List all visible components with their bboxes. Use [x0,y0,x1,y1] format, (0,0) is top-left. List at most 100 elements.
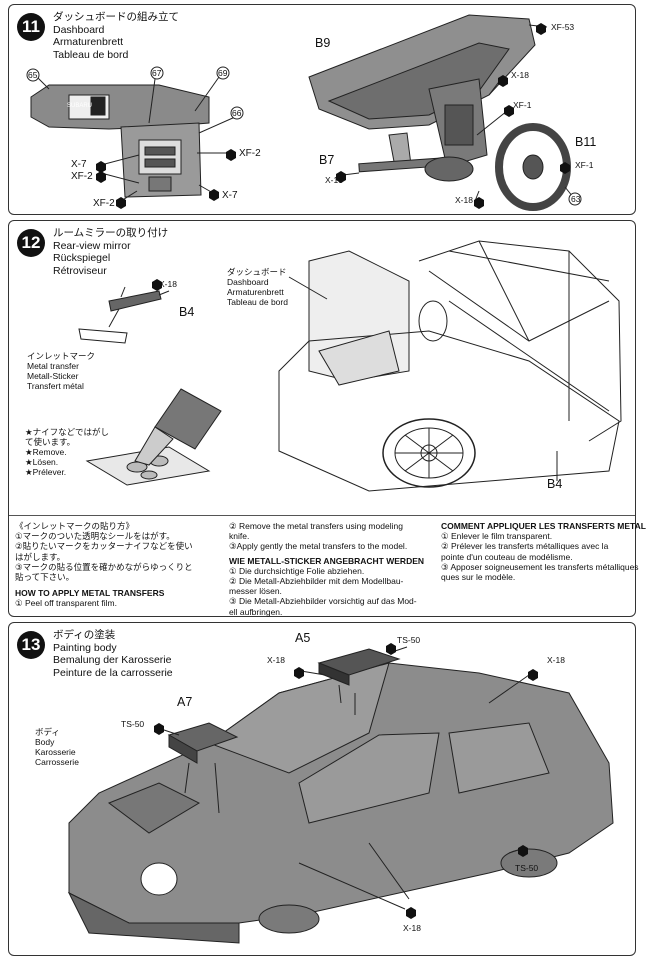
part-67: 67 [152,68,162,78]
paint-x7-b: X-7 [222,190,238,201]
part-b7: B7 [319,153,335,167]
knife-fr: ★Prélever. [25,467,67,477]
paint-xf1-b: XF-1 [575,160,594,170]
part-b11: B11 [575,135,597,149]
title-en: Painting body [53,641,117,654]
title-ja: ダッシュボードの組み立て [53,11,179,23]
de-line-2: ② Die Metall-Abziehbilder mit dem Modell… [229,576,404,587]
title-fr: Peinture de la carrosserie [53,666,173,679]
knife-de: ★Lösen. [25,457,59,467]
step-11-panel: 11 ダッシュボードの組み立て Dashboard Armaturenbrett… [8,4,636,215]
metal-de: Metall-Sticker [27,371,79,381]
body-fr: Carrosserie [35,757,79,767]
paint-x18-c: X-18 [455,195,473,205]
de-line-1: ① Die durchsichtige Folie abziehen. [229,565,365,576]
dashboard-label: ダッシュボード Dashboard Armaturenbrett Tableau… [227,267,288,307]
ja-line-5: 貼って下さい。 [15,572,75,583]
ja-line-2: ②貼りたいマークをカッターナイフなどを使い [15,541,193,552]
dashboard-drawing [308,14,571,211]
part-a5: A5 [295,631,311,645]
title-fr: Tableau de bord [53,48,129,61]
instructions-ja-en: 《インレットマークの貼り方》 ①マークのついた透明なシールをはがす。 ②貼りたい… [15,521,221,609]
body-de: Karosserie [35,747,76,757]
metal-fr: Transfert métal [27,381,84,391]
knife-en: ★Remove. [25,447,67,457]
instrument-cluster-drawing [30,84,210,198]
paint-xf2-c: XF-2 [239,148,261,159]
metal-transfer-drawing [85,388,222,486]
step-title: ルームミラーの取り付け Rear-view mirror Rückspiegel… [53,227,168,277]
step-number: 11 [17,13,45,41]
title-de: Rückspiegel [53,252,111,264]
ja-line-3: はがします。 [15,551,66,562]
fr-line-5: ques sur le modèle. [441,572,516,583]
fr-heading: COMMENT APPLIQUER LES TRANSFERTS METAL [441,521,646,531]
car-body-drawing [67,662,614,944]
en-heading: HOW TO APPLY METAL TRANSFERS [15,588,165,599]
instructions-divider [9,515,635,516]
title-de: Bemalung der Karosserie [53,654,172,666]
paint-x18-b: X-18 [547,655,565,665]
part-63: 63 [571,194,581,204]
dash-de: Armaturenbrett [227,287,284,297]
title-en: Rear-view mirror [53,239,131,252]
title-ja: ボディの塗装 [53,629,116,641]
paint-x18-a: X-18 [267,655,285,665]
part-a7-drawing [167,722,239,764]
en-line-4: ③Apply gently the metal transfers to the… [229,541,408,552]
fr-line-4: ③ Apposer soigneusement les transferts m… [441,561,639,572]
knife-ja2: て使います。 [25,437,76,447]
part-69: 69 [218,68,228,78]
de-line-5: ell aufbringen. [229,606,283,617]
rearview-mirror-drawing [78,286,170,344]
knife-ja1: ★ナイフなどではがし [25,427,109,437]
ja-line-4: ③マークの貼る位置を確かめながらゆっくりと [15,561,193,572]
de-line-4: ③ Die Metall-Abziehbilder vorsichtig auf… [229,596,417,607]
paint-x18-a: X-18 [511,70,529,80]
en-line-3: knife. [229,531,250,542]
title-en: Dashboard [53,23,105,36]
part-66: 66 [232,108,242,118]
body-painting-illustration [67,643,614,944]
paint-xf53: XF-53 [551,22,575,32]
car-interior-rollcage-drawing [278,240,622,492]
de-line-3: messer lösen. [229,586,282,597]
part-number-circles-left [26,66,244,120]
ja-line-1: ①マークのついた透明なシールをはがす。 [15,531,175,542]
en-line-1: ① Peel off transparent film. [15,598,117,609]
subaru-decal-text: SUBARU [67,103,93,109]
paint-ts50-c: TS-50 [515,863,539,873]
paint-ts50-a: TS-50 [397,635,421,645]
title-ja: ルームミラーの取り付け [53,227,169,239]
paint-ts50-b: TS-50 [121,719,145,729]
metal-ja: インレットマーク [27,351,96,361]
fr-line-2: ② Prélever les transferts métalliques av… [441,541,609,552]
step-12-panel: 12 ルームミラーの取り付け Rear-view mirror Rückspie… [8,220,646,617]
title-de: Armaturenbrett [53,36,124,48]
knife-note: ★ナイフなどではがし て使います。 ★Remove. ★Lösen. ★Prél… [25,427,109,477]
metal-transfer-label: インレットマーク Metal transfer Metall-Sticker T… [27,351,95,391]
instructions-fr: COMMENT APPLIQUER LES TRANSFERTS METAL ①… [441,521,646,583]
part-65: 65 [28,70,38,80]
ja-heading: 《インレットマークの貼り方》 [15,521,135,531]
metal-en: Metal transfer [27,361,79,371]
dashboard-assembly-illustration [26,14,582,211]
part-circle-63 [568,192,582,206]
body-label: ボディ Body Karosserie Carrosserie [35,727,79,767]
de-heading: WIE METALL-STICKER ANGEBRACHT WERDEN [229,555,425,566]
body-en: Body [35,737,55,747]
fr-line-3: pointe d'un couteau de modélisme. [441,551,573,562]
paint-marker [152,279,162,291]
paint-markers-left [96,149,236,209]
step-title: ダッシュボードの組み立て Dashboard Armaturenbrett Ta… [53,11,179,61]
step-title: ボディの塗装 Painting body Bemalung der Kaross… [53,629,173,679]
instructions-en-de: ② Remove the metal transfers using model… [229,521,435,617]
part-b9: B9 [315,36,331,50]
paint-markers-right [336,23,570,209]
step-number: 13 [17,631,45,659]
step-number: 12 [17,229,45,257]
part-a5-drawing [317,648,401,686]
paint-xf1-a: XF-1 [513,100,532,110]
dash-fr: Tableau de bord [227,297,288,307]
paint-x18-c: X-18 [403,923,421,933]
